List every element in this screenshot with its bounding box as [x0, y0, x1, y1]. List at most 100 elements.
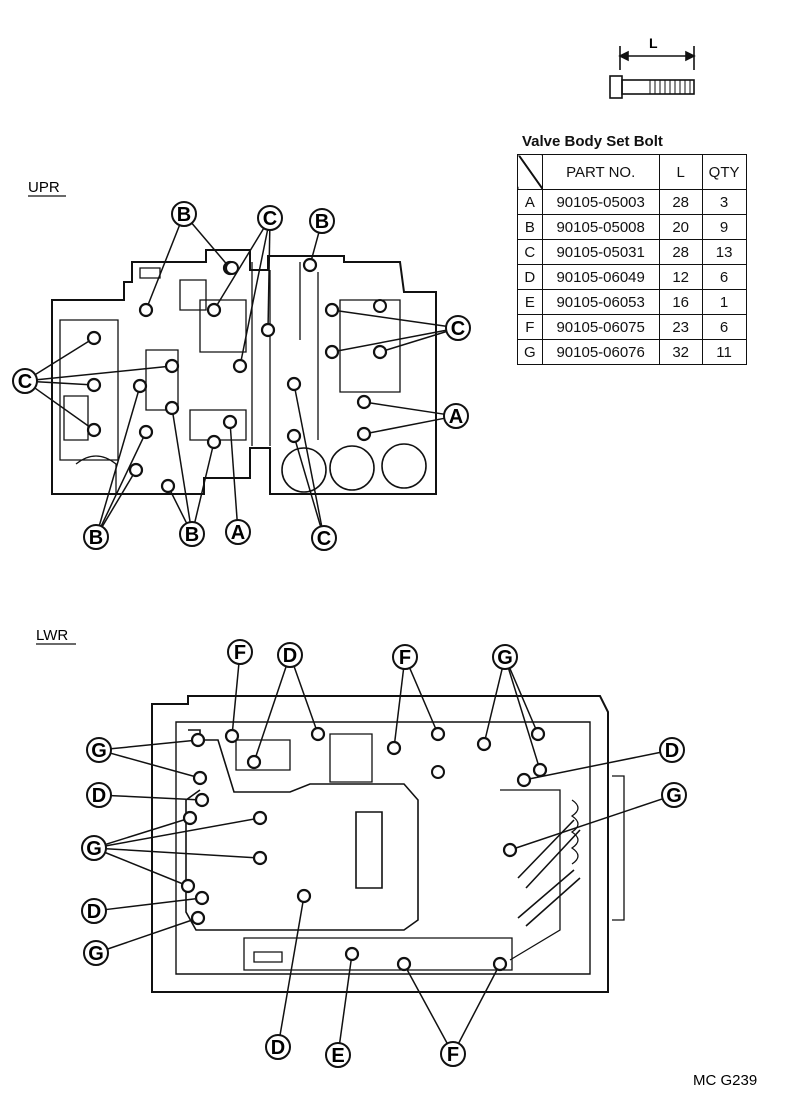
leader-line: [331, 309, 447, 328]
bolt-hole: [86, 330, 102, 346]
leader-line: [105, 817, 191, 846]
bolt-key: A: [517, 189, 543, 215]
leader-line: [403, 963, 448, 1044]
leader-line: [36, 365, 173, 381]
bolt-hole: [476, 736, 492, 752]
bolt-length: 32: [658, 339, 703, 365]
leader-line: [331, 329, 447, 353]
bolt-hole: [492, 956, 508, 972]
callout-circle: [392, 644, 418, 670]
callout-circle: [440, 1041, 466, 1067]
part-number: 90105-06075: [541, 314, 660, 340]
leader-line: [253, 666, 287, 763]
bolt-hole: [132, 378, 148, 394]
callout-letter: F: [399, 647, 411, 669]
bolt-hole: [516, 772, 532, 788]
callout-letter: B: [89, 527, 103, 549]
bolt-hole: [302, 257, 318, 273]
callout-circle: [171, 201, 197, 227]
leader-line: [110, 794, 203, 801]
bolt-illustration: [609, 46, 696, 99]
callout-letter: D: [92, 785, 106, 807]
leader-line: [293, 435, 322, 527]
leader-line: [293, 383, 323, 527]
table-corner: [517, 154, 543, 190]
bolt-hole: [260, 322, 276, 338]
callout-circle: [443, 403, 469, 429]
callout-circle: [659, 737, 685, 763]
part-number: 90105-06053: [541, 289, 660, 315]
bolt-hole: [194, 792, 210, 808]
bolt-hole: [286, 376, 302, 392]
bolt-hole: [372, 344, 388, 360]
bolt-hole: [324, 302, 340, 318]
callout-letter: C: [317, 528, 331, 550]
callout-letter: A: [231, 522, 245, 544]
bolt-hole: [128, 462, 144, 478]
leader-line: [363, 401, 445, 415]
bolt-hole: [164, 358, 180, 374]
table-title: Valve Body Set Bolt: [522, 133, 663, 150]
quantity: 9: [701, 214, 747, 240]
callout-letter: B: [177, 204, 191, 226]
bolt-key: C: [517, 239, 543, 265]
bolt-key: B: [517, 214, 543, 240]
callout-circle: [257, 205, 283, 231]
leader-line: [379, 330, 447, 353]
leader-line: [457, 963, 501, 1044]
bolt-hole: [310, 726, 326, 742]
callout-circle: [86, 737, 112, 763]
bolt-hole: [324, 344, 340, 360]
callout-letter: C: [263, 208, 277, 230]
lower-valve-body: [151, 695, 625, 993]
bolt-hole: [190, 732, 206, 748]
callout-circle: [492, 644, 518, 670]
bolt-hole: [224, 728, 240, 744]
bolt-hole: [138, 302, 154, 318]
bolt-hole: [252, 850, 268, 866]
bolt-hole: [502, 842, 518, 858]
table-header-row: PART NO. L QTY: [517, 154, 747, 190]
leader-line: [36, 380, 95, 386]
callout-circle: [179, 521, 205, 547]
quantity: 13: [701, 239, 747, 265]
bolt-hole: [246, 754, 262, 770]
bolt-hole: [431, 765, 445, 779]
quantity: 1: [701, 289, 747, 315]
callout-circle: [12, 368, 38, 394]
leader-line: [98, 385, 141, 526]
callout-letter: A: [449, 406, 463, 428]
leader-line: [101, 469, 137, 528]
bolt-hole: [530, 726, 546, 742]
bolt-hole: [286, 428, 302, 444]
callout-letter: F: [447, 1044, 459, 1066]
bolt-hole: [373, 299, 387, 313]
callout-letter: D: [87, 901, 101, 923]
leader-line: [34, 387, 95, 431]
part-number: 90105-06049: [541, 264, 660, 290]
callout-circle: [81, 835, 107, 861]
bolt-hole: [356, 426, 372, 442]
leader-line: [105, 847, 261, 859]
quantity: 3: [701, 189, 747, 215]
lwr-section-label: LWR: [36, 627, 68, 644]
leader-line: [523, 751, 661, 781]
bolt-hole: [206, 302, 222, 318]
callout-letter: G: [666, 785, 682, 807]
upper-valve-body: [51, 249, 437, 495]
callout-letter: F: [234, 642, 246, 664]
bolt-hole: [532, 762, 548, 778]
bolt-hole: [160, 478, 176, 494]
bolt-hole: [232, 358, 248, 374]
callout-letter: D: [271, 1037, 285, 1059]
quantity: 6: [701, 264, 747, 290]
quantity: 11: [701, 339, 747, 365]
bolt-hole: [222, 414, 238, 430]
